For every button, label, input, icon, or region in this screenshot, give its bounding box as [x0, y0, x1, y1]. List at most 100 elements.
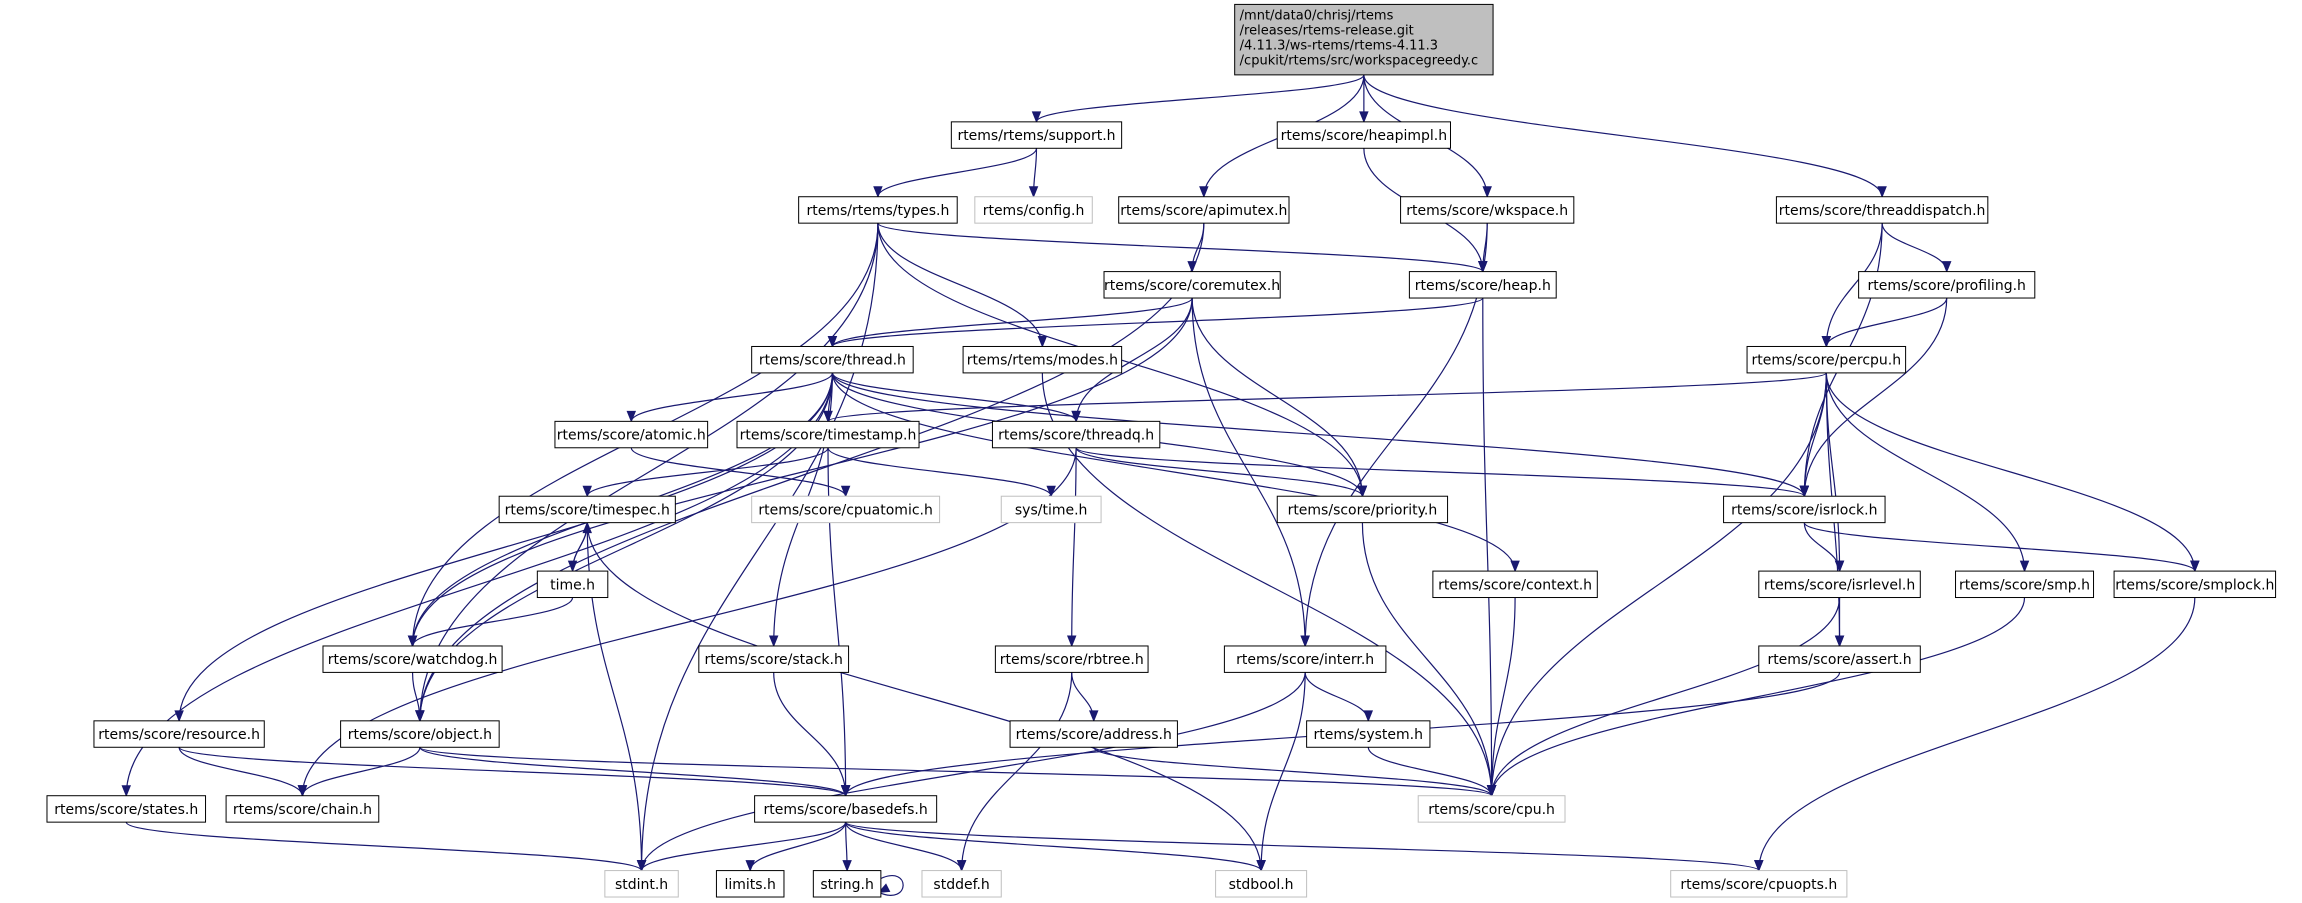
node-basedefs[interactable]: rtems/score/basedefs.h	[754, 795, 938, 823]
edge-basedefs-to-stddef	[845, 821, 967, 872]
edge-smplock-to-cpuopts	[1754, 597, 2196, 872]
node-stdbool[interactable]: stdbool.h	[1215, 870, 1308, 898]
node-label: /4.11.3/ws-rtems/rtems-4.11.3	[1240, 38, 1438, 53]
node-limits[interactable]: limits.h	[715, 870, 785, 898]
node-box	[812, 870, 882, 898]
node-box	[536, 570, 609, 599]
edge-threadq-to-rbtree	[1066, 447, 1077, 648]
node-atomic[interactable]: rtems/score/atomic.h	[554, 420, 709, 449]
node-coremutex[interactable]: rtems/score/coremutex.h	[1103, 271, 1281, 299]
node-box	[1858, 271, 2036, 299]
node-box	[46, 795, 207, 823]
node-system[interactable]: rtems/system.h	[1306, 720, 1431, 748]
edge-threadq-to-priority	[1075, 447, 1368, 498]
node-box	[1234, 3, 1494, 76]
node-label: rtems/score/rbtree.h	[1000, 652, 1144, 668]
node-label: rtems/rtems/types.h	[806, 203, 949, 219]
node-object[interactable]: rtems/score/object.h	[340, 720, 500, 748]
node-smp[interactable]: rtems/score/smp.h	[1955, 570, 2095, 599]
node-support[interactable]: rtems/rtems/support.h	[950, 121, 1123, 149]
node-box	[1758, 645, 1921, 673]
node-label: rtems/score/watchdog.h	[328, 652, 498, 668]
node-cpuopts[interactable]: rtems/score/cpuopts.h	[1670, 870, 1848, 898]
node-percpu[interactable]: rtems/score/percpu.h	[1746, 345, 1907, 374]
edge-profiling-to-isrlock	[1799, 298, 1948, 498]
node-cpu[interactable]: rtems/score/cpu.h	[1417, 795, 1566, 823]
node-stdint[interactable]: stdint.h	[604, 870, 679, 898]
node-label: rtems/score/smp.h	[1959, 577, 2090, 593]
node-box	[225, 795, 380, 823]
node-stack[interactable]: rtems/score/stack.h	[698, 645, 850, 673]
edge-isrlock-to-isrlevel	[1803, 522, 1845, 573]
node-resource[interactable]: rtems/score/resource.h	[93, 720, 265, 748]
node-label: rtems/score/assert.h	[1767, 652, 1911, 668]
node-chain[interactable]: rtems/score/chain.h	[225, 795, 380, 823]
node-label: rtems/system.h	[1314, 727, 1423, 743]
node-box	[322, 645, 503, 673]
node-isrlevel[interactable]: rtems/score/isrlevel.h	[1758, 570, 1921, 599]
node-box	[751, 345, 914, 374]
node-box	[715, 870, 785, 898]
edge-profiling-to-percpu	[1821, 297, 1948, 348]
node-smplock[interactable]: rtems/score/smplock.h	[2113, 570, 2277, 599]
node-label: rtems/score/heap.h	[1415, 278, 1551, 294]
edge-basedefs-to-limits	[745, 821, 847, 872]
node-root[interactable]: /mnt/data0/chrisj/rtems/releases/rtems-r…	[1234, 3, 1494, 76]
node-assert[interactable]: rtems/score/assert.h	[1758, 645, 1921, 673]
node-profiling[interactable]: rtems/score/profiling.h	[1858, 271, 2036, 299]
node-systime[interactable]: sys/time.h	[1000, 495, 1102, 524]
edge-thread-to-isrlock	[831, 372, 1810, 498]
edge-timestamp-to-timespec	[582, 447, 829, 498]
node-context[interactable]: rtems/score/context.h	[1432, 570, 1598, 599]
node-threadq[interactable]: rtems/score/threadq.h	[991, 420, 1161, 449]
node-box	[2113, 570, 2277, 599]
node-label: rtems/score/address.h	[1016, 727, 1172, 743]
node-cpuatomic[interactable]: rtems/score/cpuatomic.h	[751, 495, 941, 524]
node-apimutex[interactable]: rtems/score/apimutex.h	[1118, 196, 1290, 224]
node-label: rtems/score/stack.h	[705, 652, 843, 668]
node-isrlock[interactable]: rtems/score/isrlock.h	[1723, 495, 1886, 524]
node-modes[interactable]: rtems/rtems/modes.h	[962, 345, 1123, 374]
node-box	[962, 345, 1123, 374]
node-config[interactable]: rtems/config.h	[974, 196, 1093, 224]
edge-resource-to-basedefs	[178, 746, 851, 798]
node-label: rtems/score/percpu.h	[1752, 353, 1902, 369]
node-box	[1955, 570, 2095, 599]
node-stddef[interactable]: stddef.h	[921, 870, 1002, 898]
node-label: rtems/score/timespec.h	[505, 502, 670, 518]
node-timespec[interactable]: rtems/score/timespec.h	[498, 495, 676, 524]
node-string[interactable]: string.h	[812, 870, 882, 898]
node-label: rtems/score/timestamp.h	[740, 428, 917, 444]
node-box	[1103, 271, 1281, 299]
node-label: rtems/score/wkspace.h	[1406, 203, 1568, 219]
node-label: limits.h	[724, 877, 775, 893]
node-label: rtems/config.h	[983, 203, 1085, 219]
node-heap[interactable]: rtems/score/heap.h	[1408, 271, 1557, 299]
nodes-layer: /mnt/data0/chrisj/rtems/releases/rtems-r…	[46, 3, 2277, 898]
node-label: string.h	[820, 877, 874, 893]
node-label: rtems/score/object.h	[348, 727, 492, 743]
node-wkspace[interactable]: rtems/score/wkspace.h	[1400, 196, 1575, 224]
node-watchdog[interactable]: rtems/score/watchdog.h	[322, 645, 503, 673]
node-rbtree[interactable]: rtems/score/rbtree.h	[994, 645, 1149, 673]
node-box	[1000, 495, 1102, 524]
edge-timestamp-to-systime	[827, 447, 1056, 498]
edge-types-to-heap	[877, 222, 1488, 273]
node-box	[1775, 196, 1989, 224]
node-priority[interactable]: rtems/score/priority.h	[1276, 495, 1449, 524]
node-thread[interactable]: rtems/score/thread.h	[751, 345, 914, 374]
node-box	[736, 420, 920, 449]
node-box	[1306, 720, 1431, 748]
node-threaddispatch[interactable]: rtems/score/threaddispatch.h	[1775, 196, 1989, 224]
node-address[interactable]: rtems/score/address.h	[1009, 720, 1178, 748]
node-timeh[interactable]: time.h	[536, 570, 609, 599]
node-timestamp[interactable]: rtems/score/timestamp.h	[736, 420, 920, 449]
node-types[interactable]: rtems/rtems/types.h	[798, 196, 958, 224]
edge-heap-to-cpu	[1482, 298, 1497, 798]
node-label: rtems/score/resource.h	[98, 727, 260, 743]
edge-stack-to-basedefs	[773, 672, 851, 798]
node-heapimpl[interactable]: rtems/score/heapimpl.h	[1276, 121, 1451, 149]
node-interr[interactable]: rtems/score/interr.h	[1223, 645, 1387, 673]
node-box	[340, 720, 500, 748]
node-states[interactable]: rtems/score/states.h	[46, 795, 207, 823]
